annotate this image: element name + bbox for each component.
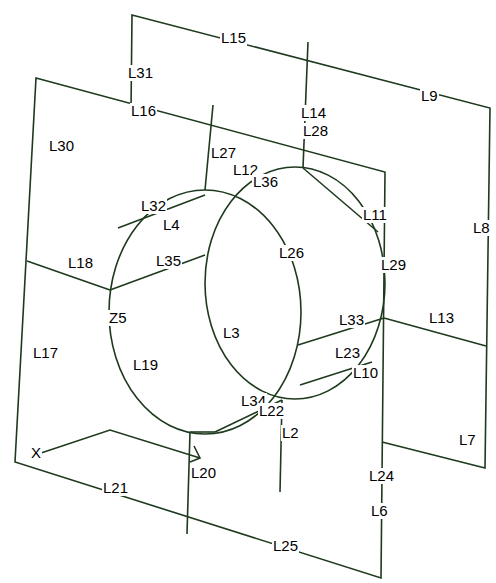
front-plate xyxy=(15,78,385,578)
line-label: L4 xyxy=(162,217,181,233)
hole-back xyxy=(205,167,385,399)
line-label: L27 xyxy=(210,145,237,161)
line-label: L19 xyxy=(132,357,159,373)
line-label: L33 xyxy=(338,312,365,328)
line-label: L8 xyxy=(472,220,491,236)
line-label: L13 xyxy=(428,310,455,326)
line-label: L25 xyxy=(272,538,299,554)
axis-mark xyxy=(190,446,200,462)
back-plate xyxy=(131,15,490,468)
line-label: L9 xyxy=(420,88,439,104)
line-label: L21 xyxy=(102,480,129,496)
line-label: L18 xyxy=(67,255,94,271)
edge-line xyxy=(190,431,215,433)
line-label: L23 xyxy=(334,345,361,361)
line-label: L30 xyxy=(48,138,75,154)
line-label: L14 xyxy=(300,105,327,121)
line-label: Z5 xyxy=(108,310,128,326)
line-label: L29 xyxy=(380,257,407,273)
line-label: L16 xyxy=(130,103,157,119)
line-label: L32 xyxy=(140,198,167,214)
line-label: L24 xyxy=(368,468,395,484)
line-label: L20 xyxy=(190,465,217,481)
line-label: L36 xyxy=(252,174,279,190)
axis-line xyxy=(35,430,200,458)
line-label: L31 xyxy=(127,65,154,81)
line-label: L28 xyxy=(302,123,329,139)
line-label: L3 xyxy=(222,325,241,341)
line-label: L10 xyxy=(352,365,379,381)
line-label: L7 xyxy=(458,432,477,448)
line-label: L11 xyxy=(362,207,388,223)
line-label: L26 xyxy=(278,245,305,261)
line-label: L6 xyxy=(370,503,389,519)
hole-front xyxy=(109,190,301,434)
line-label: L17 xyxy=(32,345,59,361)
line-label: L15 xyxy=(220,30,247,46)
line-label: L22 xyxy=(258,403,285,419)
edge-line xyxy=(187,432,190,534)
line-label: X xyxy=(30,445,42,461)
line-label: L2 xyxy=(281,425,300,441)
line-label: L35 xyxy=(155,253,182,269)
